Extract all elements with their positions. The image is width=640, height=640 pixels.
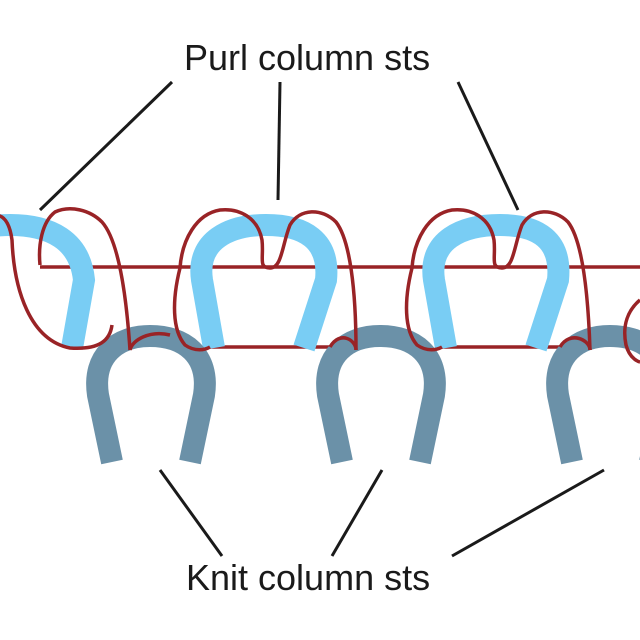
knit-column-label: Knit column sts [186, 557, 431, 598]
purl-leader-line [276, 81, 282, 201]
knit-leader-line [451, 468, 605, 558]
purl-leader-line [456, 81, 520, 211]
purl-leader-lines [38, 80, 520, 212]
knit-stitches [86, 324, 640, 465]
yarn-loops [0, 207, 640, 364]
purl-column-label: Purl column sts [184, 37, 431, 78]
knit-leader-line [330, 469, 384, 557]
knit-stitch [86, 324, 216, 465]
knit-stitch [546, 324, 640, 465]
purl-leader-line [38, 80, 174, 212]
knit-leader-lines [158, 468, 605, 558]
purl-stitches [0, 213, 570, 352]
knit-leader-line [158, 469, 224, 557]
knit-stitch [316, 324, 446, 465]
purl-stitch [190, 213, 338, 352]
purl-stitch [422, 213, 570, 352]
